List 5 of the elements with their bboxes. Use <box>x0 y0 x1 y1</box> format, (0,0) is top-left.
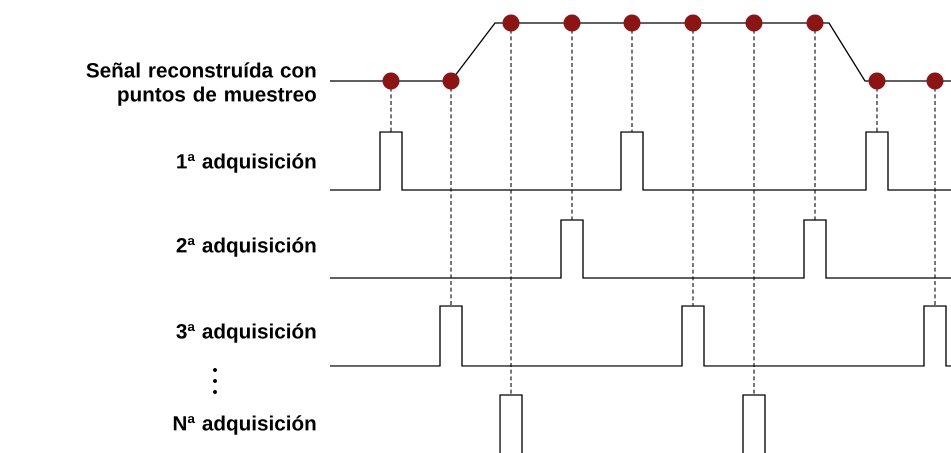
row-label: Nª adquisición <box>174 415 316 435</box>
row-label: 3ª adquisición <box>176 323 316 343</box>
row-label: Señal reconstruída con puntos de muestreo <box>86 62 316 106</box>
row-label: 1ª adquisición <box>177 153 316 173</box>
row-label: 2ª adquisición <box>176 237 316 257</box>
